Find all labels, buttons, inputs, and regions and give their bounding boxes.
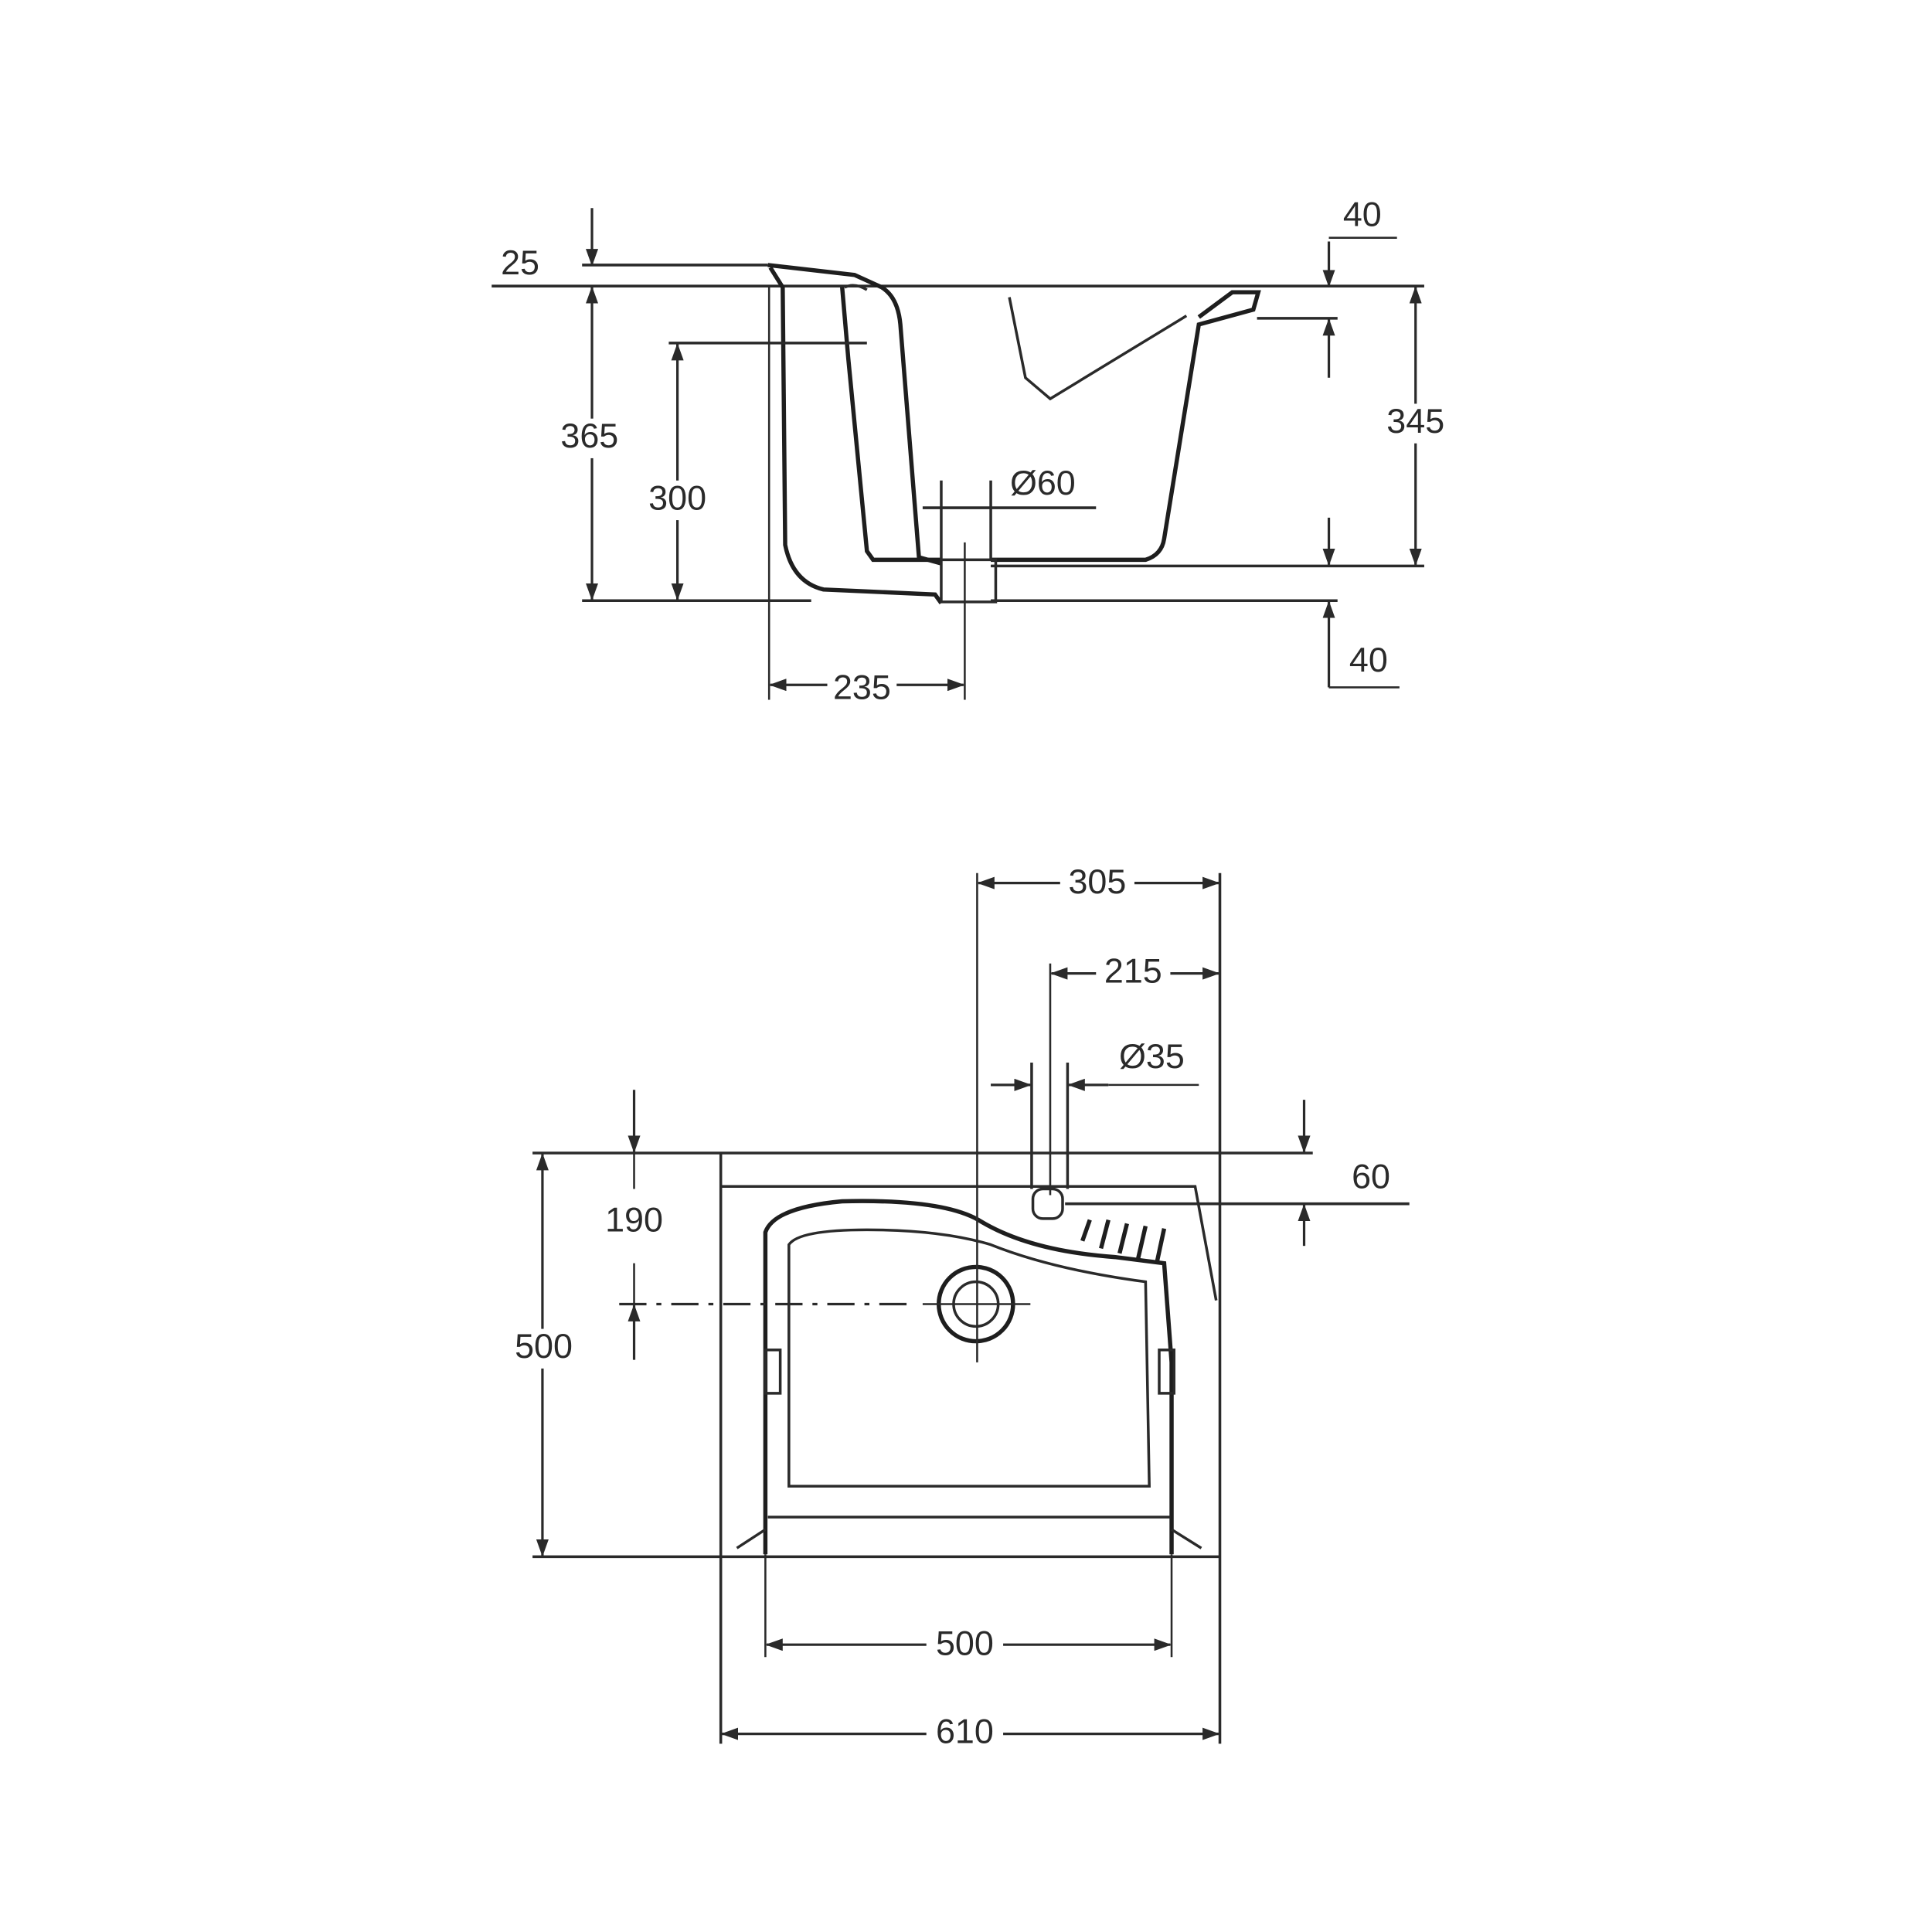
dim-500-width: 500 xyxy=(764,1554,1173,1666)
dim-label-500-width: 500 xyxy=(936,1624,994,1663)
dim-25: 25 xyxy=(501,208,599,282)
dim-365: 365 xyxy=(560,286,624,601)
tap-hole-icon xyxy=(1030,963,1070,1220)
drain-icon xyxy=(922,872,1031,1362)
dim-label-40-bottom: 40 xyxy=(1349,640,1388,679)
dim-diameter-60: Ø60 xyxy=(1010,463,1076,502)
plan-view: 305 215 Ø35 60 190 500 xyxy=(508,862,1410,1754)
dim-label-40-top: 40 xyxy=(1343,194,1382,233)
dim-label-diameter-35: Ø35 xyxy=(1119,1036,1185,1076)
dim-345: 345 xyxy=(1380,286,1451,566)
dim-label-305: 305 xyxy=(1068,862,1126,901)
dim-label-215: 215 xyxy=(1104,951,1162,990)
dim-500-depth: 500 xyxy=(508,1152,580,1557)
dim-40-bottom: 40 xyxy=(1322,517,1400,689)
dim-label-235: 235 xyxy=(833,667,891,706)
side-sink-outline xyxy=(492,263,1424,700)
dim-label-610: 610 xyxy=(936,1711,994,1750)
dim-305: 305 xyxy=(977,862,1220,904)
dim-label-190: 190 xyxy=(605,1200,663,1240)
side-section-view: 25 365 300 345 Ø60 235 40 xyxy=(492,194,1451,706)
dim-label-345: 345 xyxy=(1386,401,1444,440)
dim-label-500-depth: 500 xyxy=(515,1326,573,1366)
dim-300: 300 xyxy=(644,342,711,601)
dim-235: 235 xyxy=(769,666,965,706)
soap-ribs xyxy=(1080,1219,1167,1264)
dim-label-25: 25 xyxy=(501,243,539,282)
dim-40-top: 40 xyxy=(1322,194,1397,378)
plan-sink-outline xyxy=(532,872,1410,1744)
dim-label-diameter-60: Ø60 xyxy=(1010,463,1076,502)
dim-label-300: 300 xyxy=(648,478,706,517)
dim-610: 610 xyxy=(720,1711,1220,1754)
dim-60: 60 xyxy=(1298,1100,1390,1247)
dim-190: 190 xyxy=(605,1090,663,1360)
dim-215: 215 xyxy=(1049,951,1220,994)
dim-diameter-35: Ø35 xyxy=(991,1036,1199,1091)
dim-label-365: 365 xyxy=(560,416,618,455)
dim-label-60: 60 xyxy=(1352,1157,1390,1196)
